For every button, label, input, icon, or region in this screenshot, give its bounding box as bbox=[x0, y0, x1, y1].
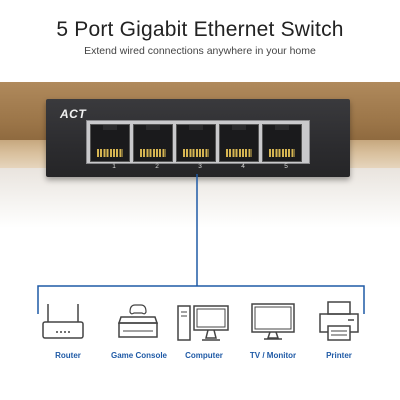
port-number: 5 bbox=[284, 163, 288, 170]
device-label-game-console: Game Console bbox=[110, 351, 167, 360]
page-subtitle: Extend wired connections anywhere in you… bbox=[84, 45, 316, 57]
game-console-icon bbox=[117, 304, 159, 338]
computer-icon bbox=[177, 305, 229, 341]
device-label-tv-monitor: TV / Monitor bbox=[249, 351, 297, 360]
ethernet-port-2 bbox=[133, 124, 173, 162]
tv-monitor-icon bbox=[251, 303, 295, 340]
device-label-router: Router bbox=[55, 351, 81, 360]
port-number: 3 bbox=[198, 163, 202, 170]
printer-icon bbox=[319, 301, 359, 341]
table-shadow bbox=[0, 168, 400, 228]
port-number: 4 bbox=[241, 163, 245, 170]
port-number: 2 bbox=[155, 163, 159, 170]
router-icon bbox=[42, 304, 84, 339]
brand-logo: ACT bbox=[60, 107, 87, 121]
page-title: 5 Port Gigabit Ethernet Switch bbox=[56, 18, 344, 41]
ethernet-port-5 bbox=[262, 124, 302, 162]
device-label-printer: Printer bbox=[326, 351, 352, 360]
port-number: 1 bbox=[112, 163, 116, 170]
device-label-computer: Computer bbox=[185, 351, 223, 360]
ethernet-port-3 bbox=[176, 124, 216, 162]
ethernet-port-4 bbox=[219, 124, 259, 162]
ethernet-port-1 bbox=[90, 124, 130, 162]
